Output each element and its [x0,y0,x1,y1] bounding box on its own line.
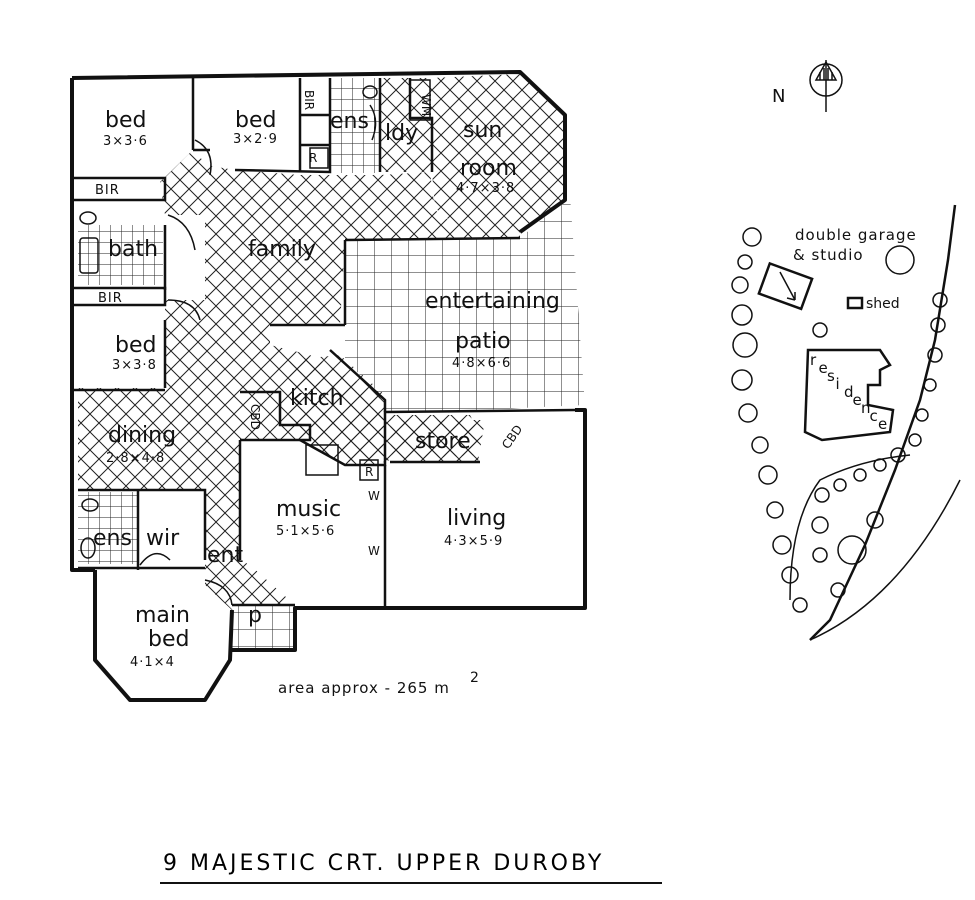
room-bed-1-dim: 3×3·6 [103,134,148,149]
site-plan [731,204,961,641]
residence-letter: e [878,415,887,433]
site-shed-label: shed [866,296,900,312]
room-bir-2-name: BIR [98,291,123,306]
external-walls [70,70,587,702]
residence-letter: d [844,383,854,401]
room-main-name-1: main [135,603,190,628]
room-dining-dim: 2·8×4·8 [106,451,165,466]
room-patio-dim: 4·8×6·6 [452,356,511,371]
room-music-dim: 5·1×5·6 [276,524,335,539]
room-bed-2-name: bed [235,108,276,133]
north-label: N [772,86,785,107]
room-ldy-name: ldy [385,121,418,146]
residence-letter: e [819,359,828,377]
area-note: area approx - 265 m [278,679,450,697]
area-unit-superscript: 2 [470,670,479,686]
room-ens-2-name: ens [93,526,132,551]
room-ent-name: ent [207,543,243,568]
fixture-cbd-2: CBD [499,422,525,451]
fixture-wm: WM [419,94,433,116]
residence-letter: e [853,391,862,409]
room-sun-dim: 4·7×3·8 [456,181,515,196]
room-patio-name-2: patio [455,329,511,354]
room-family-name: family [248,237,316,262]
fixture-robe-1: R [309,151,317,165]
site-garage-label-2: & studio [793,246,864,264]
room-sun-name-2: room [460,156,517,181]
door-swings [139,104,377,606]
room-patio-name-1: entertaining [425,289,560,314]
fixture-window-1: W [368,489,380,503]
room-store-name: store [415,429,471,454]
room-music-name: music [276,497,341,522]
residence-letter: r [810,351,817,369]
room-living-name: living [447,506,506,531]
fixture-cbd-1: CBD [248,404,262,430]
room-sun-name-1: sun [463,118,502,143]
room-bed-3-dim: 3×3·8 [112,358,157,373]
room-ens-1-name: ens [330,109,369,134]
residence-letter: c [870,407,878,425]
residence-letter: s [827,367,835,385]
room-living-dim: 4·3×5·9 [444,534,503,549]
room-pantry-name: p [248,603,262,628]
room-bed-2-dim: 3×2·9 [233,132,278,147]
residence-letter: i [836,375,840,393]
room-bed-3-name: bed [115,333,156,358]
room-bath-name: bath [108,237,158,262]
fixture-window-2: W [368,544,380,558]
room-kitch-name: kitch [290,386,344,411]
room-bir-1-name: BIR [95,183,120,198]
room-wir-name: wir [146,526,180,551]
plan-title: 9 MAJESTIC CRT. UPPER DUROBY [163,851,604,876]
residence-letter: n [861,399,871,417]
north-arrow [809,60,843,112]
fixture-robe-2: R [365,465,373,479]
room-main-name-2: bed [148,627,189,652]
hatched-areas [78,74,565,650]
room-dining-name: dining [108,423,176,448]
room-bed-1-name: bed [105,108,146,133]
tiled-areas [78,78,380,564]
fixture-bir-small: BIR [302,90,316,110]
sanitary-fixtures [79,79,431,559]
site-garage-label-1: double garage [795,226,917,244]
room-main-dim: 4·1×4 [130,655,175,670]
patio-paving [345,195,585,412]
